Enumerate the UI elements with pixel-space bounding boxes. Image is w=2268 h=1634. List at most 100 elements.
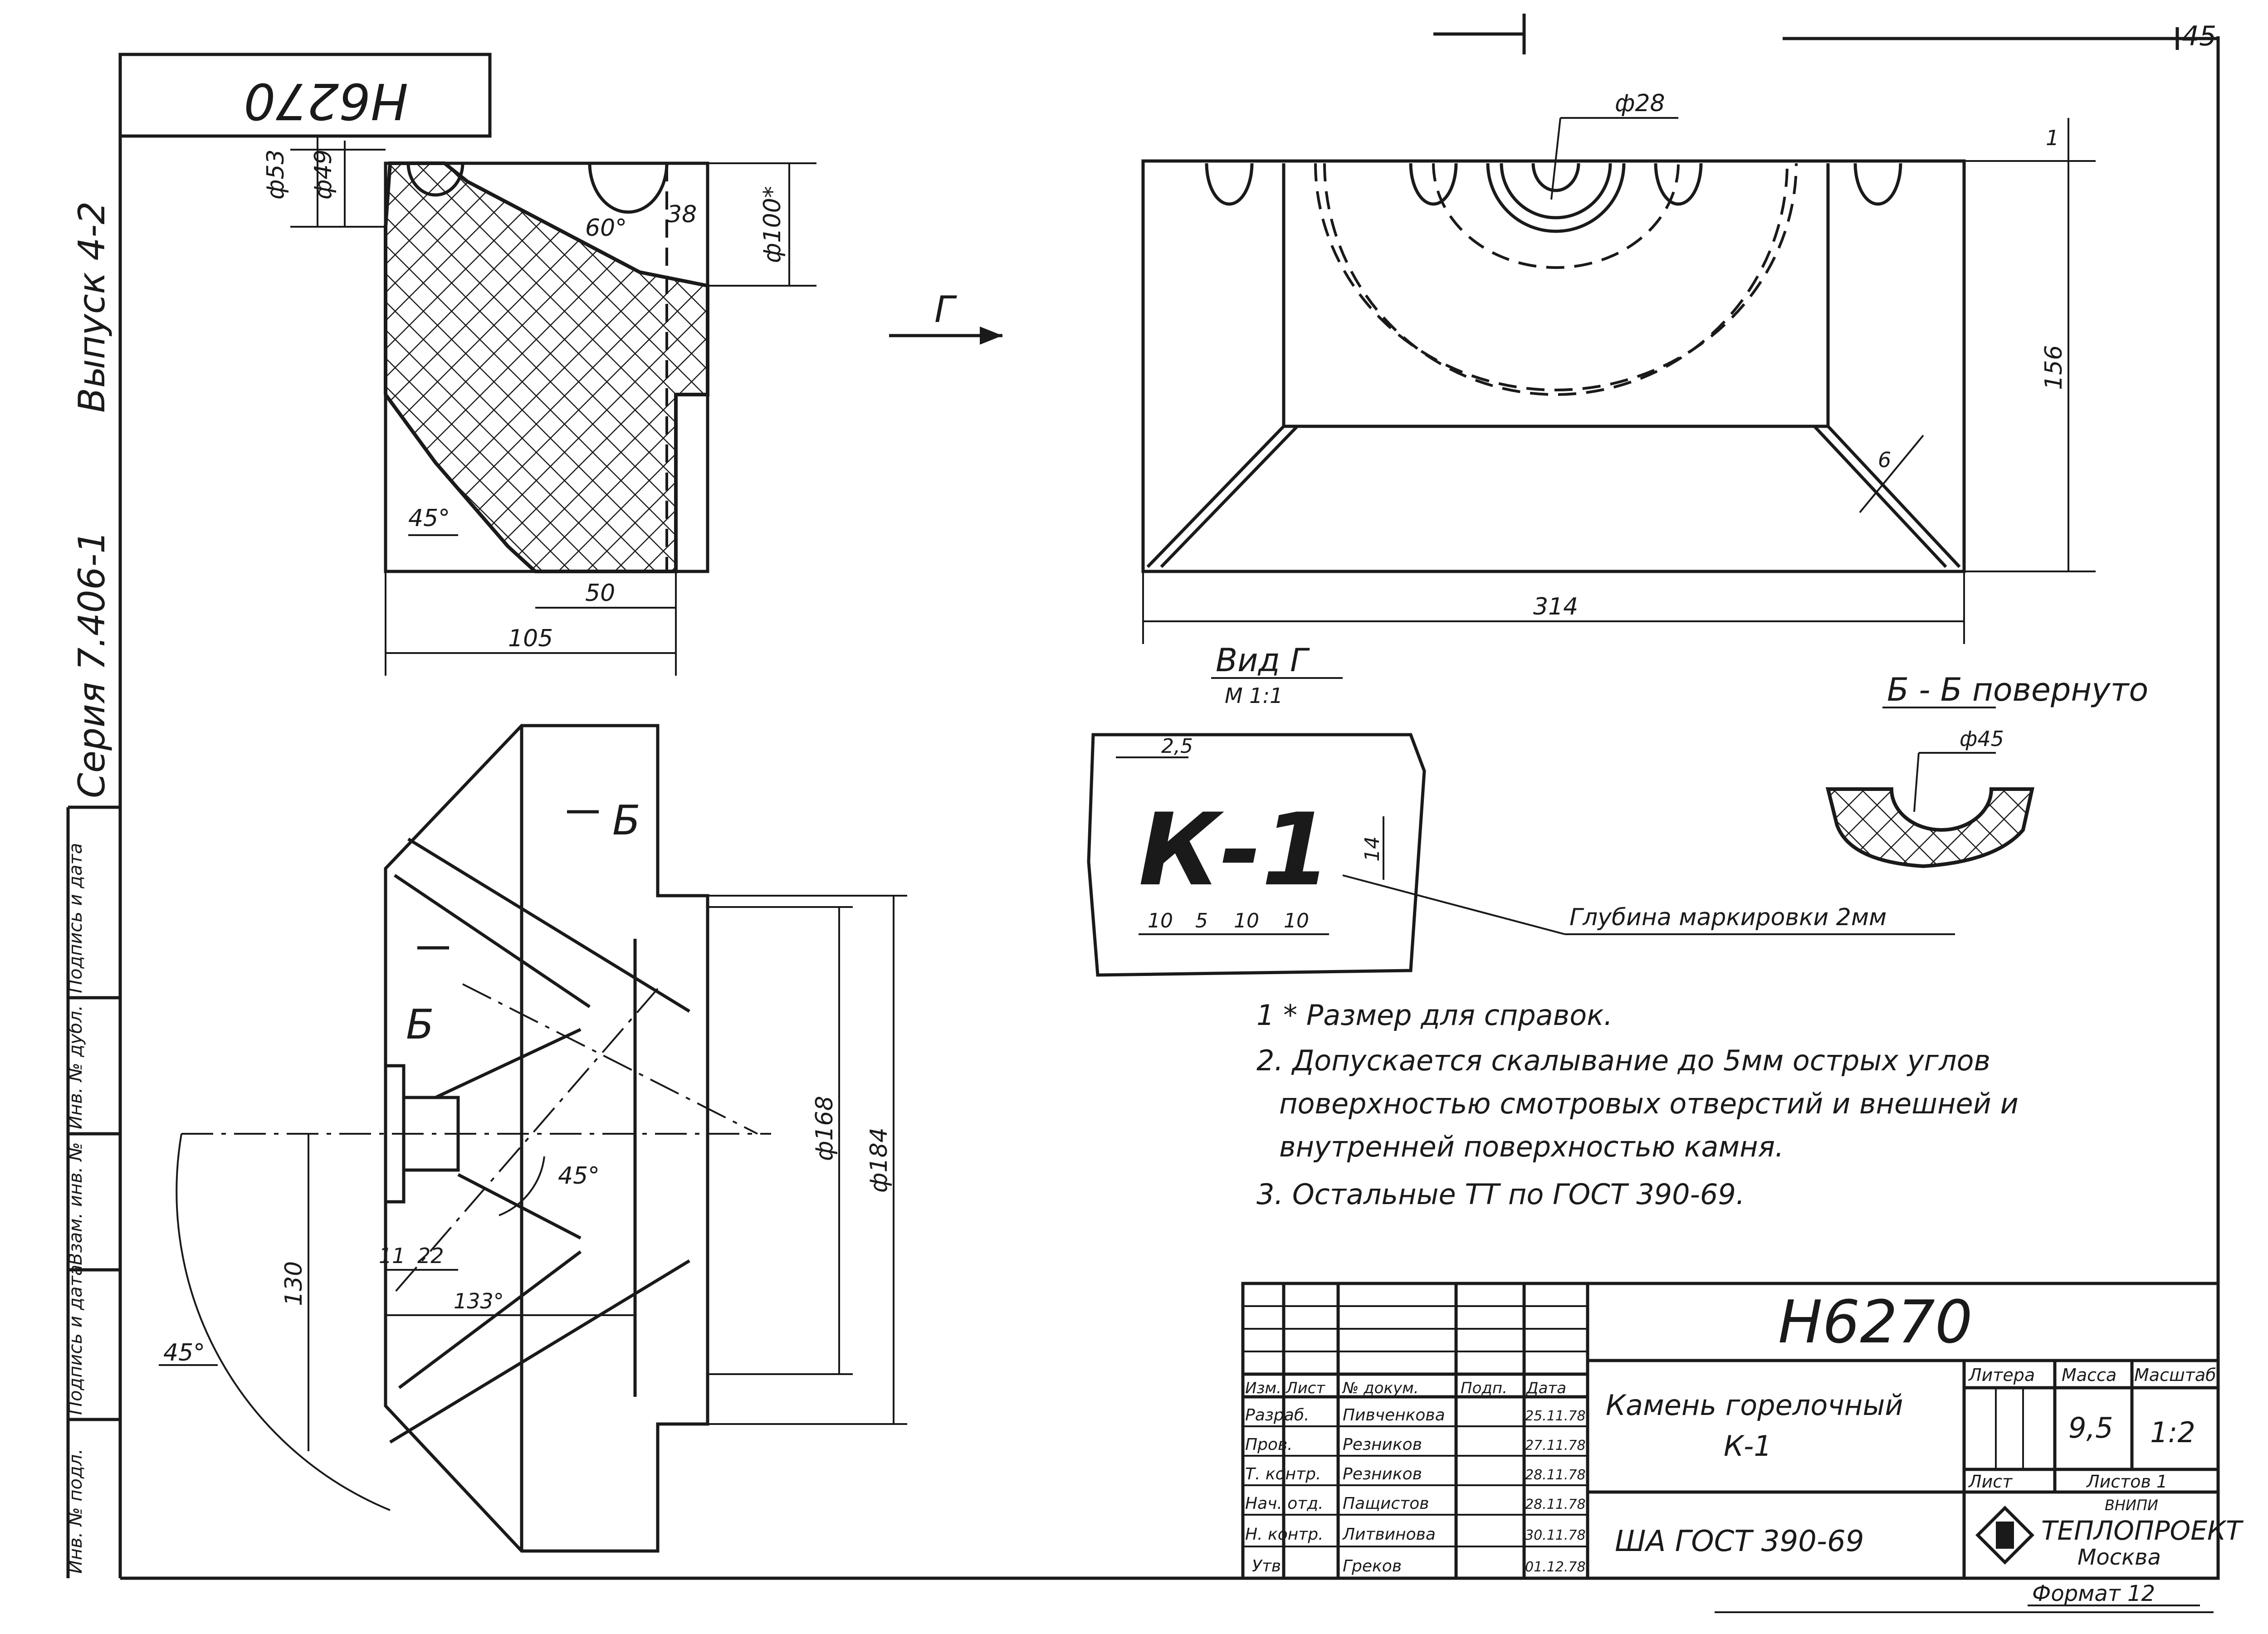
issue-label: Выпуск 4-2 — [71, 201, 113, 413]
tb-org: ТЕПЛОПРОЕКТ — [2041, 1515, 2244, 1546]
tb-row1-role: Разраб. — [1245, 1406, 1309, 1424]
tb-row2-role: Пров. — [1245, 1435, 1293, 1454]
tb-row3-name: Резников — [1343, 1465, 1422, 1483]
dim-d168: ф168 — [811, 1096, 838, 1161]
note-line-1: 1 * Размер для справок. — [1256, 999, 1613, 1032]
tb-scale: 1:2 — [2150, 1416, 2195, 1449]
section-mark-left: Б — [406, 1001, 434, 1049]
dim-d6: 6 — [1878, 448, 1891, 472]
dim-angle45: 45° — [408, 505, 450, 532]
stamp-field-5: Подпись и дата — [65, 843, 86, 993]
view-g: ф28 156 1 6 314 Вид Г М 1:1 — [1141, 90, 2096, 708]
stamp-field-2: Подпись и дата — [65, 1265, 86, 1415]
section-view: ф53 ф49 ф100* 38 60° 45° 50 105 — [262, 136, 816, 676]
tb-row6-date: 01.12.78 — [1525, 1559, 1586, 1575]
view-scale: М 1:1 — [1225, 683, 1283, 708]
tb-mass: 9,5 — [2068, 1411, 2113, 1444]
dim-d38: 38 — [667, 201, 697, 228]
marking-dim-3: 10 — [1148, 909, 1173, 932]
marking-detail: К-1 2,5 14 10 5 10 10 Глубина маркировки… — [1087, 733, 1955, 977]
marking-dim-2: 14 — [1361, 836, 1384, 862]
view-caption: Вид Г — [1216, 642, 1310, 679]
dim-d53: ф53 — [262, 149, 289, 200]
marking-dim-5: 10 — [1234, 909, 1259, 932]
org-logo-icon — [1975, 1506, 2034, 1565]
code-stamp: Н6270 — [118, 53, 492, 138]
tb-standard: ША ГОСТ 390-69 — [1615, 1525, 1864, 1558]
side-stamp: Серия 7.406-1 Выпуск 4-2 Инв. № подл. По… — [65, 201, 120, 1578]
tb-row3-date: 28.11.78 — [1525, 1467, 1586, 1483]
dim-d100: ф100* — [759, 186, 786, 263]
dim-d130: 130 — [280, 1261, 308, 1306]
tb-name-2: К-1 — [1724, 1429, 1772, 1463]
tb-head-4: Подп. — [1461, 1379, 1507, 1397]
dim-d133: 133° — [454, 1289, 504, 1313]
front-view: Б Б ф168 ф184 45° 11 22 133° 130 45° — [159, 724, 907, 1553]
tb-format: Формат 12 — [2032, 1581, 2155, 1606]
marking-dim-4: 5 — [1195, 909, 1208, 932]
tb-row5-name: Литвинова — [1342, 1525, 1436, 1544]
dim-d105: 105 — [508, 625, 553, 652]
tb-row4-date: 28.11.78 — [1525, 1497, 1586, 1512]
tb-head-5: Дата — [1525, 1379, 1566, 1397]
dim-angle45-inner: 45° — [558, 1162, 600, 1190]
marking-dim-1: 2,5 — [1161, 735, 1193, 758]
stamp-field-3: Взам. инв. № — [65, 1142, 86, 1265]
dim-d314: 314 — [1533, 593, 1578, 620]
dim-d156: 156 — [2040, 345, 2068, 390]
tb-row2-name: Резников — [1343, 1435, 1422, 1454]
dim-d50: 50 — [585, 580, 615, 607]
tb-row2-date: 27.11.78 — [1525, 1438, 1586, 1454]
tb-mass-label: Масса — [2062, 1365, 2116, 1385]
tb-row4-role: Нач. отд. — [1245, 1494, 1324, 1513]
dim-d184: ф184 — [865, 1127, 893, 1193]
tb-sheet-label: Лист — [1968, 1472, 2013, 1492]
tb-row4-name: Пащистов — [1343, 1494, 1429, 1513]
tb-city: Москва — [2077, 1545, 2161, 1570]
tb-row6-name: Греков — [1343, 1557, 1402, 1575]
stamp-field-4: Инв. № дубл. — [65, 1005, 86, 1129]
note-line-2: 2. Допускается скалывание до 5мм острых … — [1256, 1044, 1990, 1077]
section-mark-top: Б — [612, 797, 640, 844]
tb-name-1: Камень горелочный — [1606, 1389, 1903, 1422]
note-line-5: 3. Остальные ТТ по ГОСТ 390-69. — [1256, 1178, 1745, 1211]
marking-depth-note: Глубина маркировки 2мм — [1569, 904, 1887, 931]
dim-d49: ф49 — [310, 149, 337, 200]
tb-row1-date: 25.11.78 — [1525, 1408, 1586, 1424]
stamp-field-1: Инв. № подл. — [65, 1449, 86, 1574]
series-label: Серия 7.406-1 — [71, 531, 113, 798]
dim-d22: 22 — [417, 1244, 444, 1268]
tb-sheets-label: Листов 1 — [2086, 1472, 2167, 1492]
dim-angle60: 60° — [585, 215, 627, 242]
view-arrow: Г — [889, 288, 1002, 345]
dim-d28: ф28 — [1615, 90, 1665, 117]
tb-row6-role: Утв. — [1252, 1557, 1286, 1575]
dim-angle45-outer: 45° — [163, 1339, 205, 1366]
tb-row3-role: Т. контр. — [1245, 1465, 1321, 1483]
tb-head-2: Лист — [1285, 1379, 1325, 1397]
tb-org-small: ВНИПИ — [2105, 1497, 2158, 1514]
tb-head-3: № докум. — [1342, 1379, 1419, 1397]
sheet-number: 45 — [2182, 20, 2216, 52]
tb-letter-label: Литера — [1968, 1365, 2035, 1385]
section-bb: Б - Б повернуто ф45 — [1825, 671, 2148, 868]
note-line-3: поверхностью смотровых отверстий и внешн… — [1279, 1087, 2019, 1120]
marking-dim-6: 10 — [1284, 909, 1309, 932]
marking-text: К-1 — [1139, 792, 1331, 908]
view-arrow-label: Г — [934, 288, 957, 331]
section-bb-caption: Б - Б повернуто — [1887, 671, 2148, 708]
title-block: Изм. Лист № докум. Подп. Дата Разраб. Пи… — [1241, 1282, 2244, 1606]
rotated-code: Н6270 — [244, 72, 408, 130]
tb-row5-date: 30.11.78 — [1525, 1527, 1586, 1543]
tb-code: Н6270 — [1778, 1288, 1973, 1356]
notes: 1 * Размер для справок. 2. Допускается с… — [1256, 999, 2019, 1211]
section-bb-dim: ф45 — [1960, 727, 2004, 751]
note-line-4: внутренней поверхностью камня. — [1279, 1130, 1784, 1163]
tb-row1-name: Пивченкова — [1343, 1406, 1445, 1424]
tb-row5-role: Н. контр. — [1245, 1525, 1324, 1544]
tb-head-1: Изм. — [1245, 1379, 1281, 1397]
dim-d1: 1 — [2046, 126, 2059, 150]
dim-d11: 11 — [379, 1244, 406, 1268]
tb-scale-label: Масштаб — [2134, 1365, 2216, 1385]
